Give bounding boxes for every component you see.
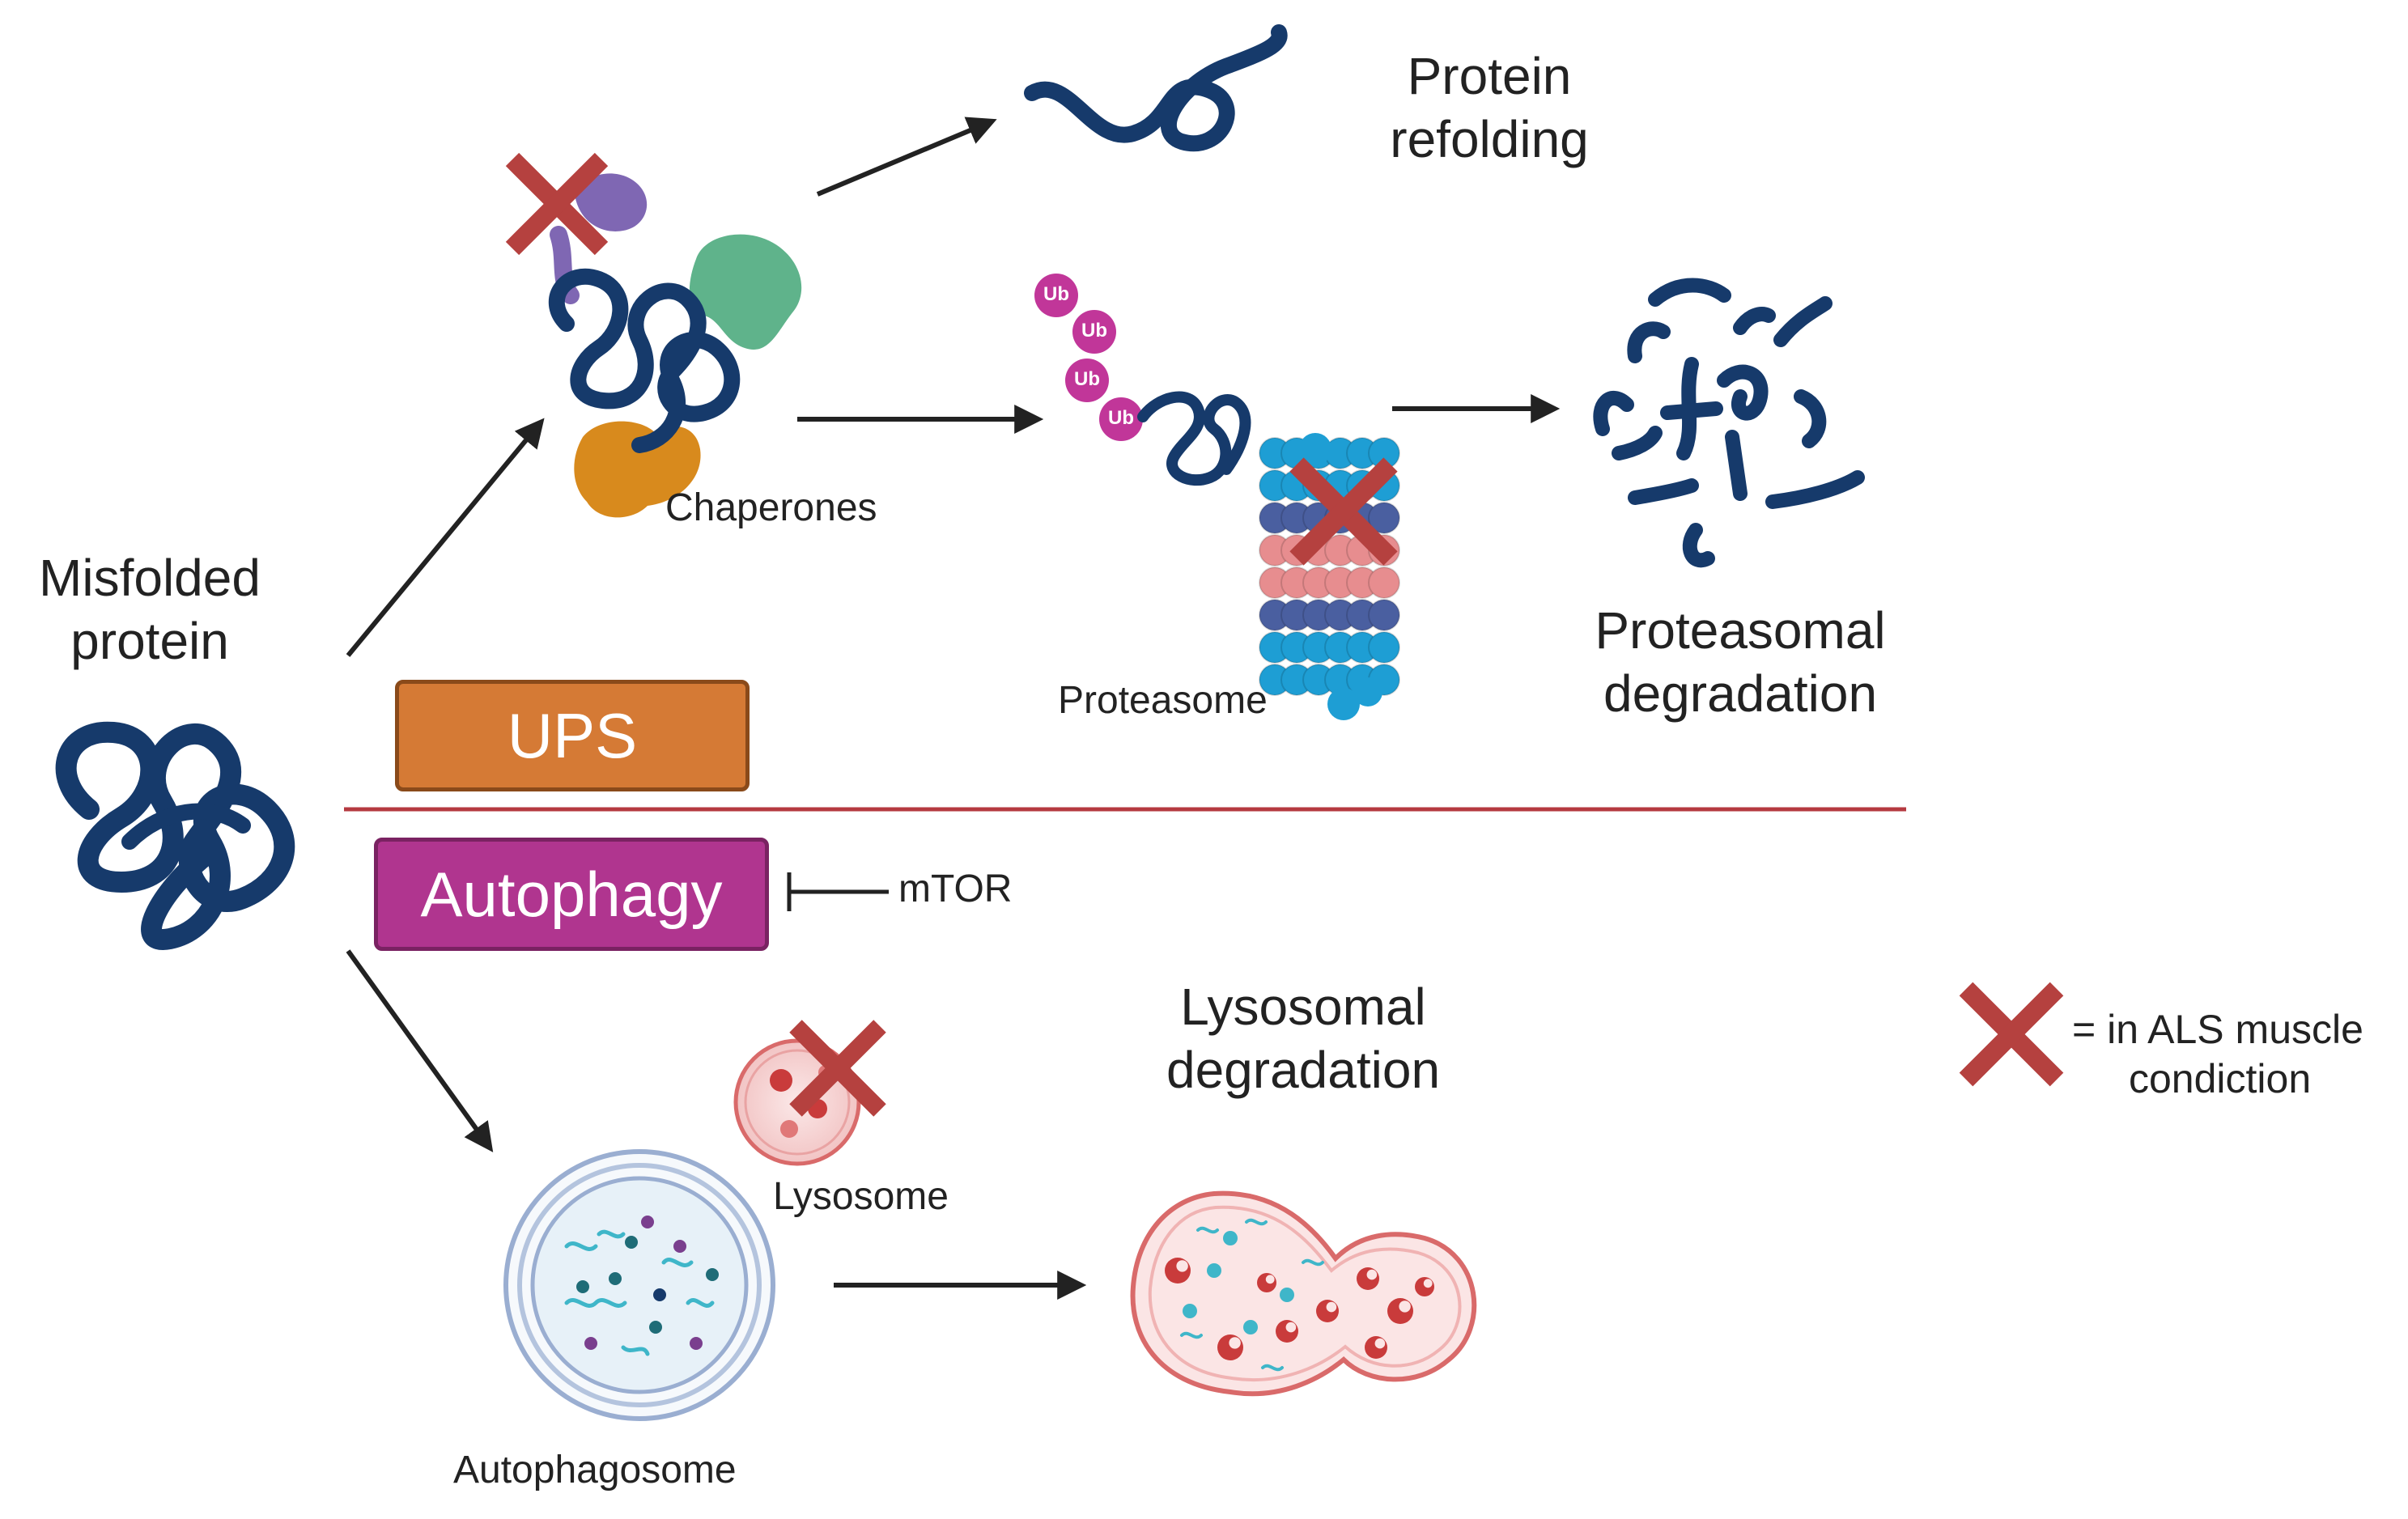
chaperones-label: Chaperones bbox=[665, 486, 877, 529]
proteasome-label: Proteasome bbox=[1058, 679, 1268, 722]
legend-text-line2: condiction bbox=[2129, 1056, 2312, 1101]
degraded-fragments-icon bbox=[1593, 278, 1865, 568]
lysosomal-degradation-label: Lysosomal degradation bbox=[1133, 975, 1473, 1101]
ubiquitin-icon bbox=[1034, 274, 1078, 317]
lysosome-impaired-cross-icon bbox=[789, 1020, 886, 1117]
legend-text-line1: = in ALS muscle bbox=[2072, 1007, 2363, 1052]
mtor-inhibition-connector bbox=[787, 872, 889, 911]
protein-refolding-label-line1: Protein bbox=[1407, 47, 1572, 105]
chaperone-cluster-icon bbox=[548, 173, 802, 518]
misfolded-protein-label: Misfolded protein bbox=[16, 546, 283, 673]
lysosome-label: Lysosome bbox=[773, 1175, 949, 1218]
ubiquitin-icon bbox=[1072, 310, 1116, 354]
ubiquitin-label: Ub bbox=[1074, 368, 1100, 390]
proteasomal-degradation-label: Proteasomal degradation bbox=[1566, 599, 1914, 725]
ubiquitin-icon bbox=[1065, 359, 1109, 402]
legend: = in ALS muscle condiction bbox=[1959, 983, 2396, 1113]
misfolded-protein-label-line2: protein bbox=[70, 612, 229, 670]
ups-label: UPS bbox=[507, 699, 638, 771]
ubiquitin-label: Ub bbox=[1108, 407, 1134, 429]
autophagosome-icon bbox=[503, 1149, 775, 1421]
proteasome-impaired-cross-icon bbox=[1289, 457, 1398, 566]
proteasomal-degradation-label-line2: degradation bbox=[1603, 664, 1878, 723]
chaperone-impaired-cross-icon bbox=[505, 152, 609, 256]
lysosomal-degradation-label-line1: Lysosomal bbox=[1180, 978, 1426, 1036]
protein-refolding-label: Protein refolding bbox=[1360, 45, 1619, 171]
proteasomal-degradation-label-line1: Proteasomal bbox=[1595, 601, 1886, 660]
legend-cross-icon bbox=[1959, 982, 2064, 1087]
autophagosome-label: Autophagosome bbox=[453, 1449, 737, 1491]
arrow-to-chaperones bbox=[346, 418, 545, 657]
chaperone-purple-icon bbox=[575, 173, 648, 231]
autophagy-label: Autophagy bbox=[420, 858, 723, 930]
als-condition-marks bbox=[505, 152, 2064, 1117]
refolded-protein-icon bbox=[1024, 24, 1288, 152]
ubiquitin-label: Ub bbox=[1081, 320, 1107, 342]
protein-refolding-label-line2: refolding bbox=[1390, 110, 1589, 168]
misfolded-protein-icon bbox=[55, 721, 295, 950]
lysosomal-degradation-label-line2: degradation bbox=[1166, 1041, 1441, 1099]
ubiquitin-chain bbox=[1034, 274, 1251, 486]
autophagy-box: Autophagy bbox=[374, 838, 769, 951]
arrow-to-autophagosome bbox=[346, 949, 494, 1152]
ups-box: UPS bbox=[395, 680, 750, 791]
chaperone-green-icon bbox=[689, 234, 802, 350]
arrow-to-refolding bbox=[816, 117, 997, 197]
mtor-label: mTOR bbox=[898, 868, 1013, 910]
ubiquitin-label: Ub bbox=[1043, 283, 1069, 305]
autolysosome-icon bbox=[1130, 1190, 1477, 1397]
misfolded-protein-label-line1: Misfolded bbox=[39, 549, 261, 607]
ubiquitin-icon bbox=[1099, 397, 1143, 441]
chaperone-orange-icon bbox=[574, 421, 701, 518]
